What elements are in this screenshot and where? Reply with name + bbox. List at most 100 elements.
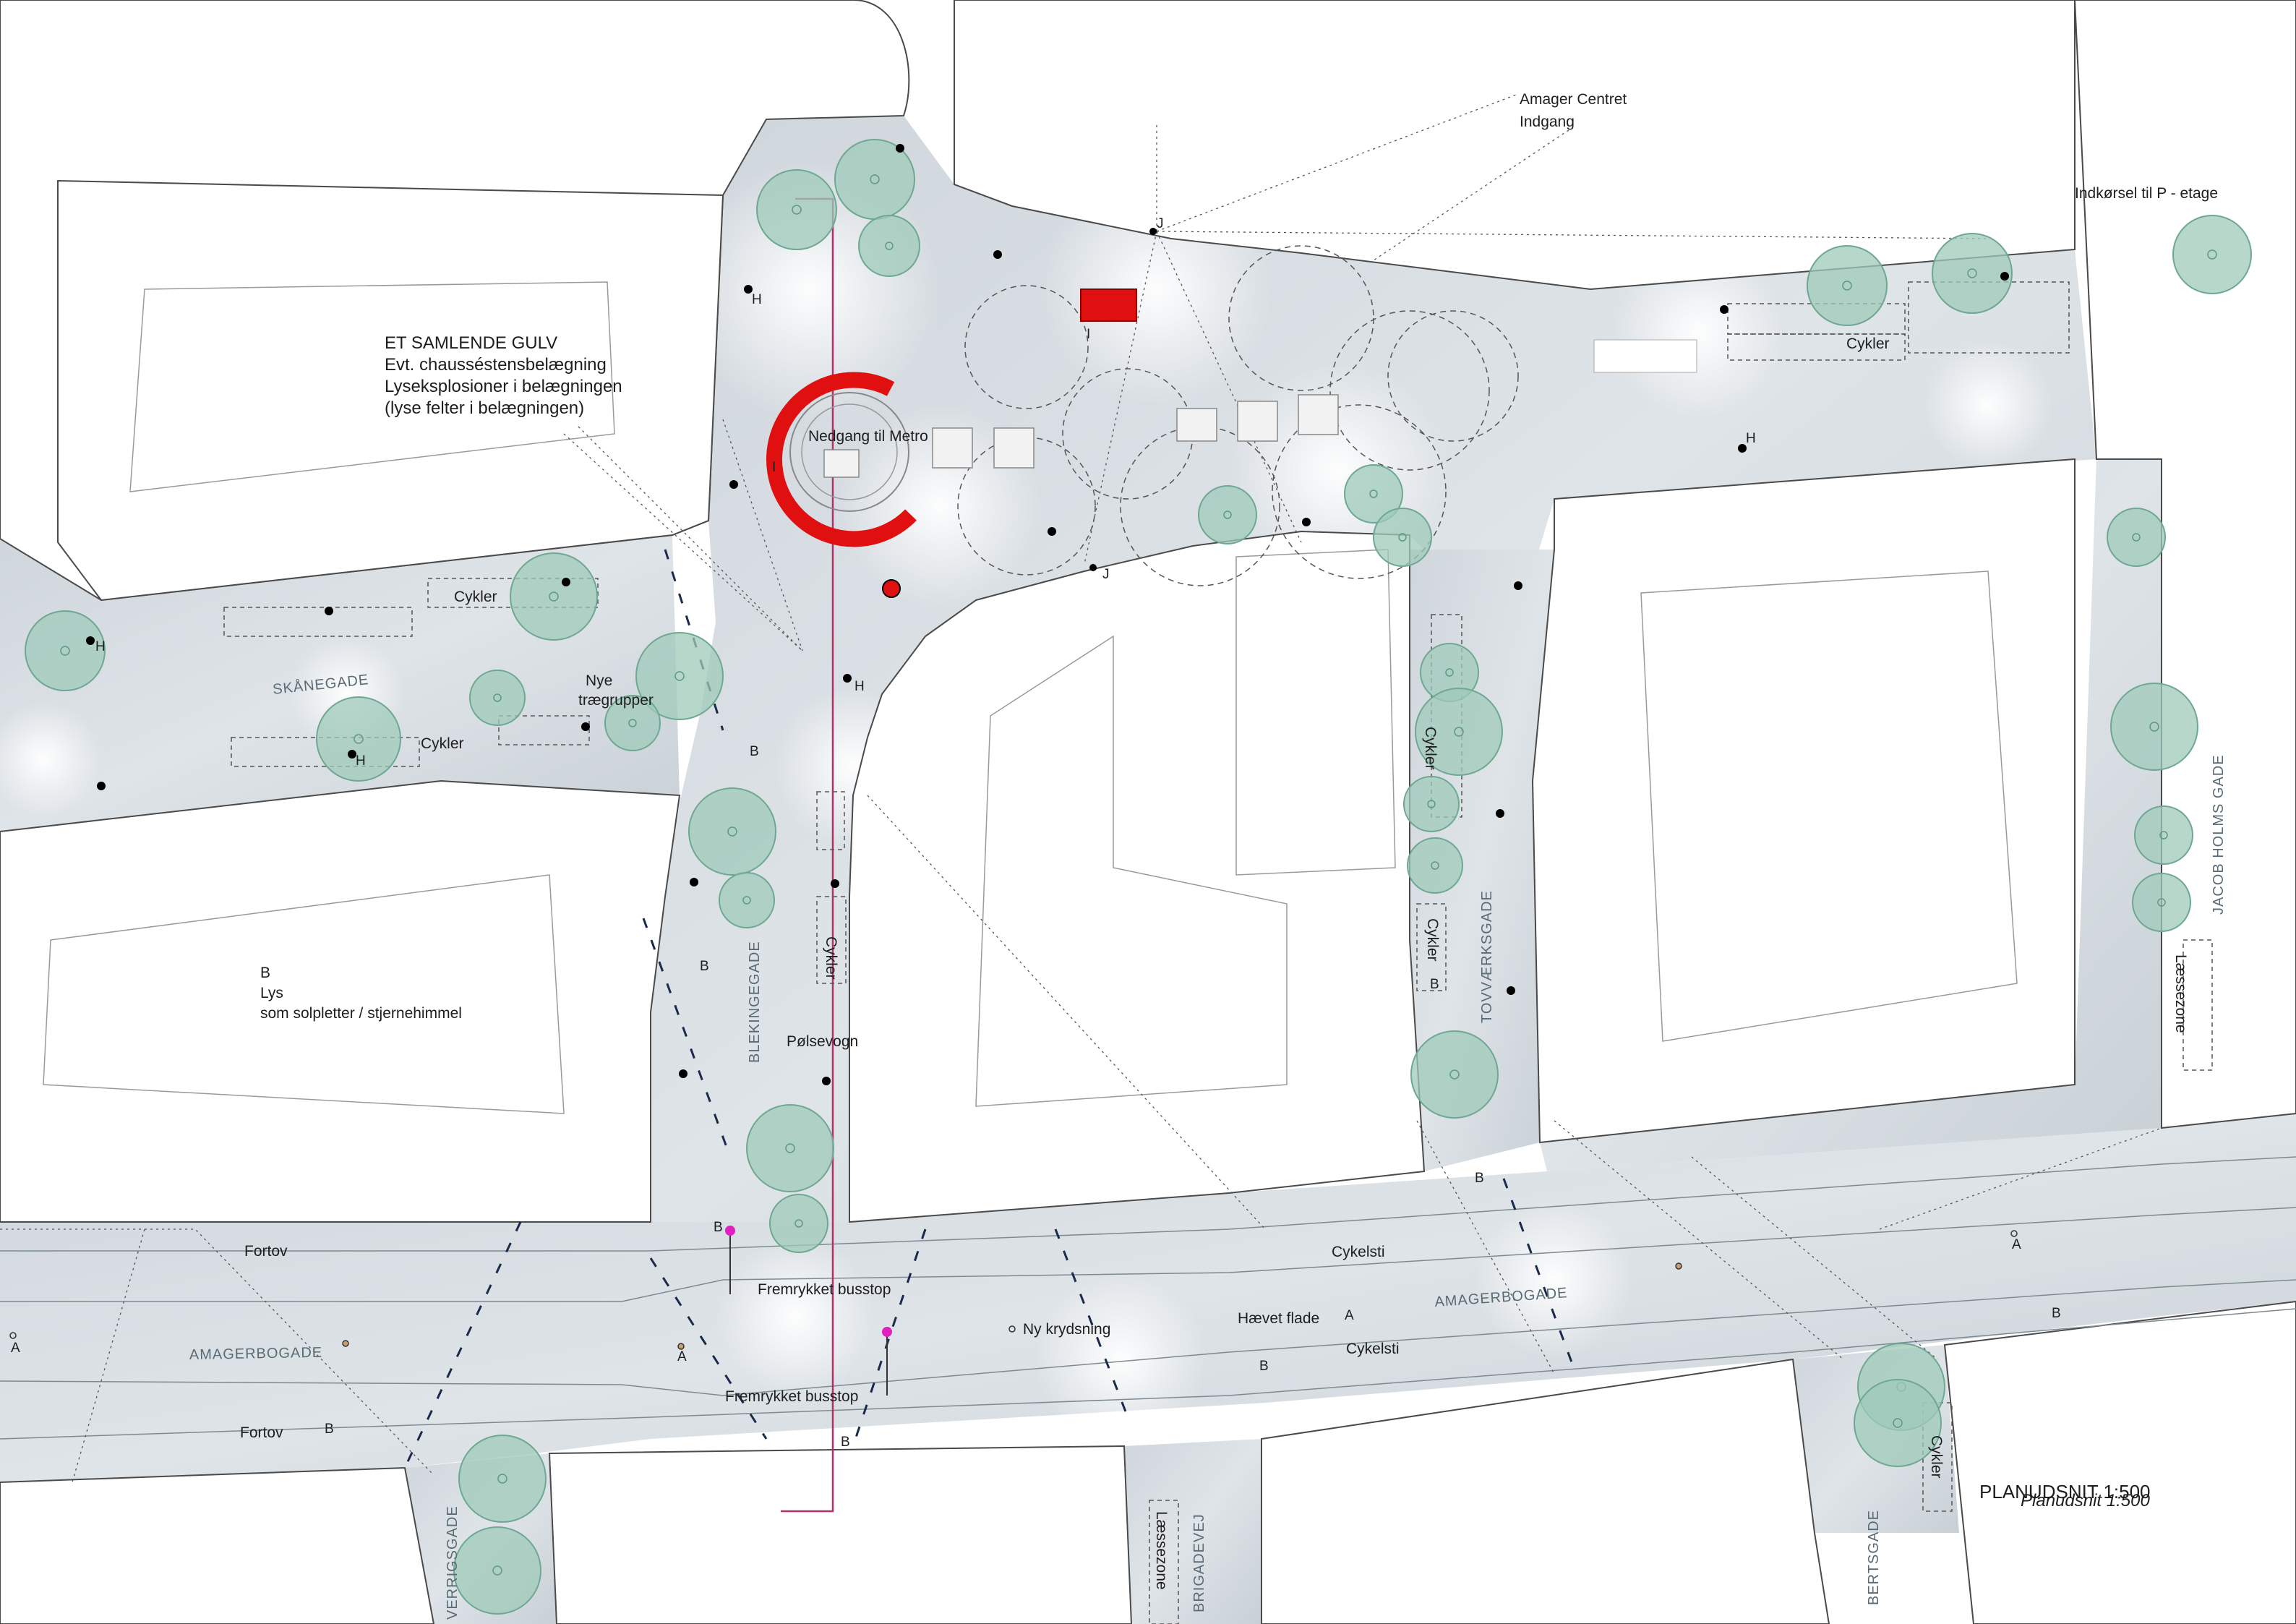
label-traegrupper: trægrupper — [578, 692, 654, 709]
building-nw-block — [57, 179, 724, 602]
building-west-inner — [43, 874, 565, 1114]
code-j: J — [1157, 216, 1164, 231]
building-west — [0, 779, 681, 1223]
building-south-center — [548, 1445, 1133, 1624]
street-blekingegade: BLEKINGEGADE — [747, 941, 763, 1063]
tree — [2132, 873, 2191, 932]
code-b: B — [700, 959, 709, 974]
label-cykler-bottom-right: Cykler — [1928, 1435, 1945, 1479]
tree — [1415, 688, 1503, 776]
street-brigadevej: BRIGADEVEJ — [1191, 1513, 1207, 1612]
label-fortov-bottom: Fortov — [240, 1424, 283, 1441]
code-b: B — [1475, 1171, 1484, 1186]
label-fremrykket-bottom: Fremrykket busstop — [725, 1388, 858, 1405]
label-lys-code: B — [260, 965, 270, 981]
label-planudsnit-lower: Planudsnit 1:500 — [2021, 1491, 2150, 1510]
label-lys: Lys — [260, 985, 283, 1001]
label-fremrykket-top: Fremrykket busstop — [758, 1281, 891, 1298]
tree — [2172, 215, 2252, 294]
label-laessezone-right: Læssezone — [2172, 954, 2189, 1033]
leader-lines — [578, 129, 1569, 651]
code-b: B — [325, 1422, 334, 1437]
tree — [688, 787, 776, 876]
metro-stair-circle-inner — [801, 403, 898, 500]
metro-stair-circle — [789, 392, 909, 512]
label-nedgang: Nedgang til Metro — [808, 428, 928, 445]
street-jacob-holms: JACOB HOLMS GADE — [2211, 754, 2227, 915]
street-lamps — [86, 144, 2009, 1085]
street-tovvaerksgade: TOVVÆRKSGADE — [1479, 890, 1495, 1023]
code-b: B — [714, 1220, 723, 1235]
tree — [1932, 233, 2013, 314]
building-center-court — [1235, 549, 1396, 876]
tree — [1854, 1379, 1942, 1467]
label-cykelsti-top: Cykelsti — [1332, 1244, 1385, 1260]
code-h: H — [854, 679, 865, 694]
tree — [2110, 683, 2198, 771]
label-nye: Nye — [586, 672, 612, 689]
tree — [1373, 508, 1432, 567]
street-amagerbogade-left: AMAGERBOGADE — [189, 1345, 323, 1363]
code-b: B — [750, 744, 759, 759]
building-east — [1531, 458, 2076, 1144]
building-nw-inner — [129, 281, 615, 492]
annotations: Amager Centret Indgang Indkørsel til P -… — [11, 91, 2227, 1620]
code-i: I — [772, 460, 776, 475]
east-pavement — [1540, 459, 2162, 1171]
code-a: A — [11, 1341, 20, 1356]
label-indkorsel: Indkørsel til P - etage — [2075, 185, 2218, 202]
bus-stop-pins — [725, 1226, 892, 1396]
label-haevet-flade: Hævet flade — [1238, 1310, 1319, 1327]
tree — [1403, 776, 1460, 832]
label-cykler-skane-bottom: Cykler — [421, 735, 464, 752]
code-a: A — [1345, 1308, 1354, 1323]
tree — [604, 695, 661, 751]
tree — [469, 670, 526, 726]
building-south-east — [1261, 1358, 1830, 1624]
code-h: H — [356, 753, 366, 769]
building-center-inner — [975, 635, 1288, 1107]
label-cykler-tovv-bottom: Cykler — [1424, 918, 1441, 962]
label-gulv-title: ET SAMLENDE GULV — [385, 333, 557, 353]
label-cykler-blekinge: Cykler — [823, 936, 839, 980]
light-glows — [0, 159, 2053, 1446]
street-bertsgade: BERTSGADE — [1866, 1510, 1882, 1605]
tree — [1407, 837, 1463, 894]
code-b: B — [2052, 1306, 2061, 1321]
white-bench — [1593, 339, 1697, 373]
tree — [769, 1194, 828, 1253]
label-laessezone-bottom: Læssezone — [1153, 1511, 1170, 1590]
tree — [453, 1526, 541, 1615]
tree — [25, 610, 106, 691]
tree — [719, 872, 775, 928]
label-lys-desc: som solpletter / stjernehimmel — [260, 1005, 462, 1022]
label-gulv-line2: Lyseksplosioner i belægningen — [385, 377, 622, 396]
tree — [858, 215, 920, 277]
code-b: B — [841, 1435, 850, 1450]
code-i: I — [1087, 327, 1090, 342]
metro-pillar — [882, 579, 901, 598]
label-gulv-line1: Evt. chausséstensbelægning — [385, 355, 607, 375]
label-cykelsti-bottom: Cykelsti — [1346, 1341, 1400, 1357]
tree — [2107, 508, 2166, 567]
code-b: B — [1430, 977, 1439, 992]
code-h: H — [1746, 431, 1756, 446]
code-b: B — [1259, 1359, 1269, 1374]
planter-squares — [823, 339, 1697, 478]
label-gulv-line3: (lyse felter i belægningen) — [385, 398, 584, 418]
label-indgang: Indgang — [1520, 114, 1575, 130]
tree — [1198, 485, 1257, 544]
tree — [316, 696, 401, 782]
signal-markers — [9, 1230, 2018, 1350]
bus-stop-pin-south — [882, 1327, 892, 1337]
label-planudsnit-upper: PLANUDSNIT 1:500 — [1979, 1481, 2151, 1503]
street-verrigsgade: VERRIGSGADE — [445, 1505, 461, 1620]
building-se — [1943, 1300, 2296, 1624]
label-cykler-tovv-top: Cykler — [1422, 727, 1439, 770]
metro-entrance — [766, 289, 1137, 598]
code-a: A — [677, 1349, 687, 1364]
tree — [1410, 1030, 1499, 1119]
tree — [1807, 245, 1888, 326]
tree — [756, 169, 837, 250]
label-polsevogn: Pølsevogn — [787, 1033, 858, 1050]
